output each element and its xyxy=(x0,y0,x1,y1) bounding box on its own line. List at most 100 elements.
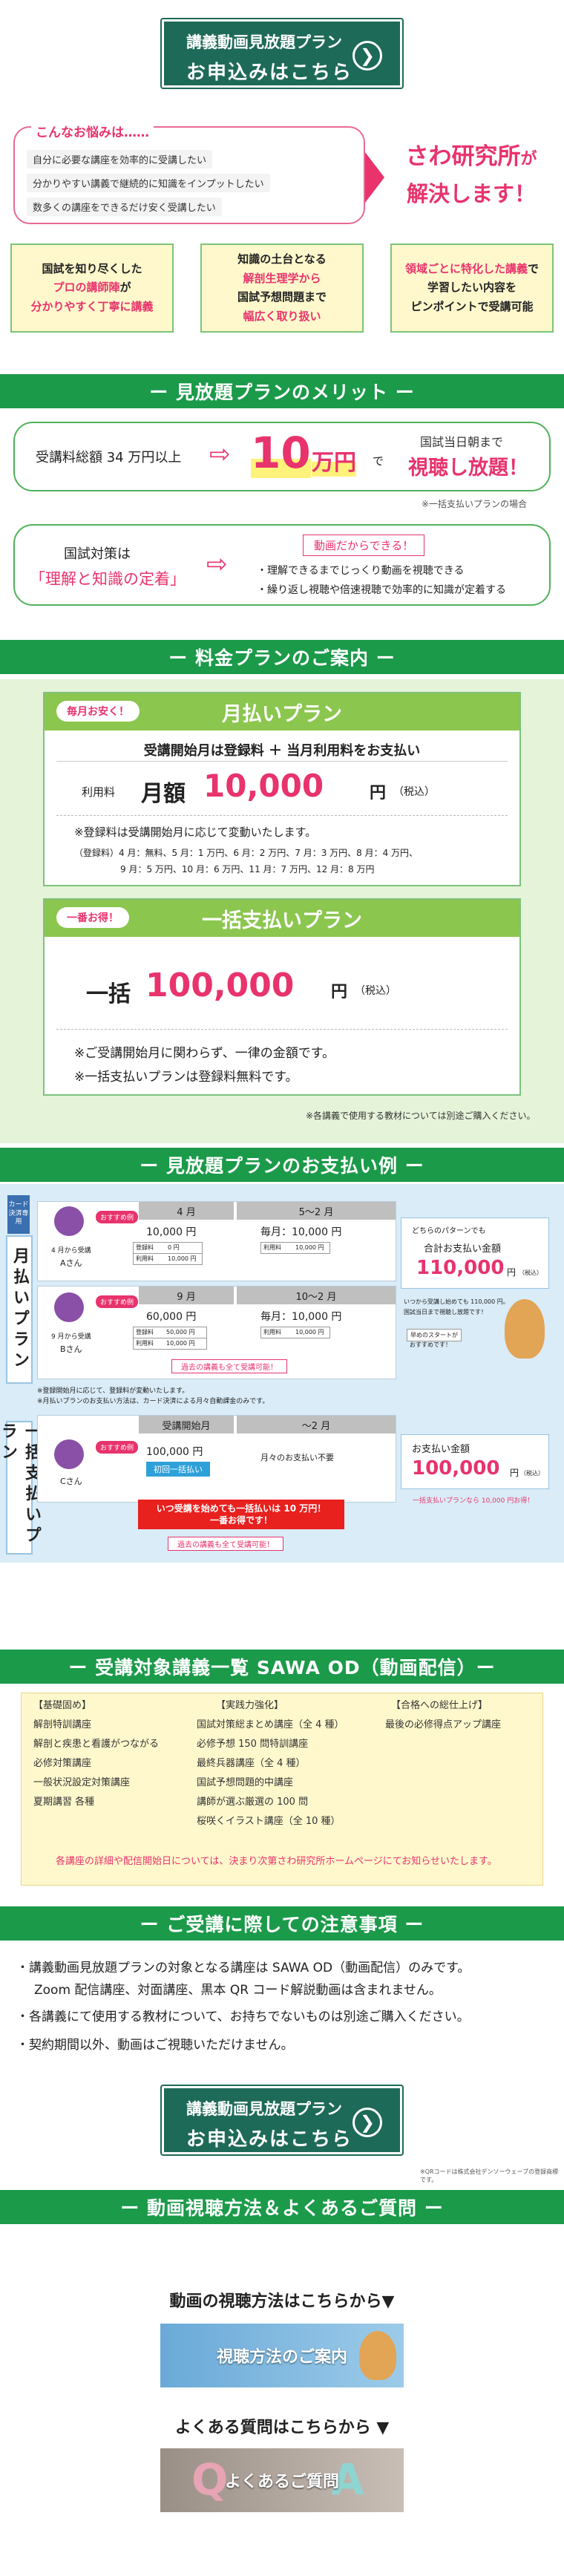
payment-example-c: Cさん おすすめ例 受講開始月 ～2 月 100,000 円 初回一括払い 月々… xyxy=(37,1415,396,1503)
watch-all-note: 過去の講義も全て受講可能！ xyxy=(168,1537,283,1551)
feature-text: ピンポイントで受講可能 xyxy=(410,299,534,313)
course-item: 解剖と疾患と看護がつながる xyxy=(33,1739,160,1750)
solve-line2: 解決します！ xyxy=(406,181,536,206)
lump-fee: 100,000 xyxy=(145,967,295,1004)
chevron-right-icon: ❯ xyxy=(352,2108,382,2137)
feature-highlight: 分かりやすく丁寧に講義 xyxy=(30,299,154,313)
cell: 利用料 xyxy=(136,1340,154,1347)
feature-card: 国試を知り尽くしたプロの講師陣が分かりやすく丁寧に講義 xyxy=(10,243,174,333)
payment-example-a: 4 月から受講 Aさん おすすめ例 4 月 5～2 月 10,000 円 毎月：… xyxy=(37,1201,396,1281)
merit-left: 受講料総額 34 万円以上 xyxy=(36,450,182,465)
feature-text: で xyxy=(528,261,540,275)
lump-plan-card: 一括支払いプラン 一番お得！ 一括 100,000 円 （税込） ※ご受講開始月… xyxy=(43,898,521,1096)
person-a-avatar xyxy=(54,1206,84,1236)
person-c-avatar xyxy=(54,1439,84,1469)
monthly-fee: 10,000 xyxy=(203,768,324,804)
q-letter-icon: Q xyxy=(191,2454,229,2505)
lump-note: ※ご受講開始月に関わらず、一律の金額です。 xyxy=(74,1046,335,1061)
feature-text: が xyxy=(119,281,131,295)
worries-title: こんなお悩みは…… xyxy=(31,122,154,140)
merit2-point: ・繰り返し視聴や倍速視聴で効率的に知識が定着する xyxy=(257,584,506,596)
lump-prefix: 一括 xyxy=(86,981,131,1007)
aside-bubble: おすすめです！ xyxy=(410,1341,451,1348)
worries-box: こんなお悩みは…… 自分に必要な講座を効率的に受講したい 分かりやすい講義で継続… xyxy=(13,122,365,224)
col-header: 4 月 xyxy=(139,1202,234,1220)
lump-badge: 一番お得！ xyxy=(56,907,129,928)
person-a-name: Aさん xyxy=(60,1258,82,1268)
note-line: ・契約期間以外、動画はご視聴いただけません。 xyxy=(16,2038,294,2053)
col-header: 9 月 xyxy=(139,1287,234,1304)
fee-tax: （税込） xyxy=(393,786,435,798)
feature-text: 学習したい内容を xyxy=(427,281,517,295)
course-item: 一般状況設定対策講座 xyxy=(33,1777,131,1788)
section-header-merit: ー 見放題プランのメリット ー xyxy=(0,374,564,408)
feature-highlight: プロの講師陣 xyxy=(53,281,120,295)
chevron-right-icon: ❯ xyxy=(352,41,382,71)
lump-total-label: お支払い金額 xyxy=(412,1444,470,1455)
viewing-method-banner[interactable]: 視聴方法のご案内 xyxy=(160,2324,404,2387)
cell: 10,000 円 xyxy=(166,1340,195,1347)
course-item: 国試対策総まとめ講座（全 4 種） xyxy=(197,1719,344,1730)
merit-right2: 視聴し放題！ xyxy=(408,457,528,480)
note-line: ・各講義にて使用する教材について、お持ちでないものは別途ご購入ください。 xyxy=(16,2010,470,2024)
aside-text: いつから受講し始めても 110,000 円。 xyxy=(404,1298,509,1305)
apply-line2: お申込みはこちら xyxy=(186,2128,353,2151)
merit-note: ※一括支払いプランの場合 xyxy=(422,499,528,509)
qr-trademark-note: ※QRコードは株式会社デンソーウェーブの登録商標です。 xyxy=(420,2168,559,2183)
monthly-amount: 毎月：10,000 円 xyxy=(260,1226,342,1238)
bubble-amount: 110,000 xyxy=(416,1257,505,1279)
monthly-plan-label-text: 月払いプラン xyxy=(10,1247,29,1372)
cell: 利用料 xyxy=(263,1244,281,1251)
arrow-right-icon xyxy=(365,152,384,203)
merit-box-video: 国試対策は 「理解と知識の定着」 ⇨ 動画だからできる！ ・理解できるまでじっく… xyxy=(13,524,551,606)
fee-label: 利用料 xyxy=(82,785,116,799)
course-item: 桜咲くイラスト講座（全 10 種） xyxy=(197,1816,341,1827)
apply-line1: 講義動画見放題プラン xyxy=(186,33,342,51)
apply-button-bottom[interactable]: 講義動画見放題プラン お申込みはこちら ❯ xyxy=(162,2086,402,2154)
card-only-label: カード決済専用 xyxy=(7,1195,30,1234)
section-header-notes: ー ご受講に際しての注意事項 ー xyxy=(0,1906,564,1941)
aside-text: 国試当日まで視聴し放題です！ xyxy=(404,1309,487,1315)
merit2-point: ・理解できるまでじっくり動画を視聴できる xyxy=(257,565,465,577)
cell: 利用料 xyxy=(263,1329,281,1336)
lump-note: ※一括支払いプランは登録料無料です。 xyxy=(74,1070,298,1085)
cell: 登録料 xyxy=(136,1329,154,1336)
course-item: 解剖特訓講座 xyxy=(33,1719,92,1730)
cell: 10,000 円 xyxy=(168,1255,197,1262)
red-banner-line: 一番お得です！ xyxy=(209,1515,272,1526)
monthly-line: 受講開始月は登録料 ＋ 当月利用料をお支払い xyxy=(56,736,508,762)
price-footnote: ※各講義で使用する教材については別途ご購入ください。 xyxy=(306,1111,536,1121)
cell: 10,000 円 xyxy=(295,1244,324,1251)
faq-label: よくあるご質問 xyxy=(224,2473,339,2491)
mascot-icon xyxy=(505,1299,545,1359)
breakdown-table: 登録料 50,000 円 利用料 10,000 円 xyxy=(133,1327,207,1350)
apply-button-top[interactable]: 講義動画見放題プラン お申込みはこちら ❯ xyxy=(162,19,402,88)
viewing-method-label: 視聴方法のご案内 xyxy=(216,2348,347,2367)
monthly-badge: 毎月お安く！ xyxy=(56,701,140,722)
lump-total-box: お支払い金額 100,000 円 （税込） xyxy=(401,1434,549,1489)
no-monthly: 月々のお支払い不要 xyxy=(260,1453,334,1462)
lump-red-banner: いつ受講を始めても一括払いは 10 万円！ 一番お得です！ xyxy=(138,1500,344,1529)
feature-text: 国試を知り尽くした xyxy=(42,261,142,275)
lump-saving-note: 一括支払いプランなら 10,000 円お得！ xyxy=(413,1497,534,1505)
total-bubble: どちらのパターンでも 合計お支払い金額 110,000 円 （税込） xyxy=(401,1217,549,1289)
breakdown-table: 利用料 10,000 円 xyxy=(260,1242,330,1254)
course-item: 必修対策講座 xyxy=(33,1758,92,1769)
faq-banner[interactable]: Q A よくあるご質問 xyxy=(160,2448,404,2512)
lump-amount: 100,000 円 xyxy=(146,1446,203,1458)
red-banner-line: いつ受講を始めても一括払いは 10 万円！ xyxy=(156,1503,327,1514)
cell: 50,000 円 xyxy=(166,1329,195,1336)
course-footnote: 各講座の詳細や配信開始日については、決まり次第さわ研究所ホームページにてお知らせ… xyxy=(56,1856,497,1867)
arrow-right-icon: ⇨ xyxy=(209,439,231,469)
feature-card: 領域ごとに特化した講義で学習したい内容をピンポイントで受講可能 xyxy=(390,243,554,333)
lump-chip: 初回一括払い xyxy=(146,1462,210,1477)
course-item: 最終兵器講座（全 4 種） xyxy=(197,1758,306,1769)
worry-item: 分かりやすい講義で継続的に知識をインプットしたい xyxy=(27,174,270,192)
person-b-name: Bさん xyxy=(60,1344,82,1354)
divider xyxy=(56,1029,508,1030)
merit2-tag: 動画だからできる！ xyxy=(303,535,425,556)
arrow-right-icon: ⇨ xyxy=(206,549,228,579)
lump-total-unit: 円 xyxy=(510,1468,519,1478)
feature-highlight: 領域ごとに特化した講義 xyxy=(404,261,528,275)
course-item: 夏期講習 各種 xyxy=(33,1797,95,1808)
